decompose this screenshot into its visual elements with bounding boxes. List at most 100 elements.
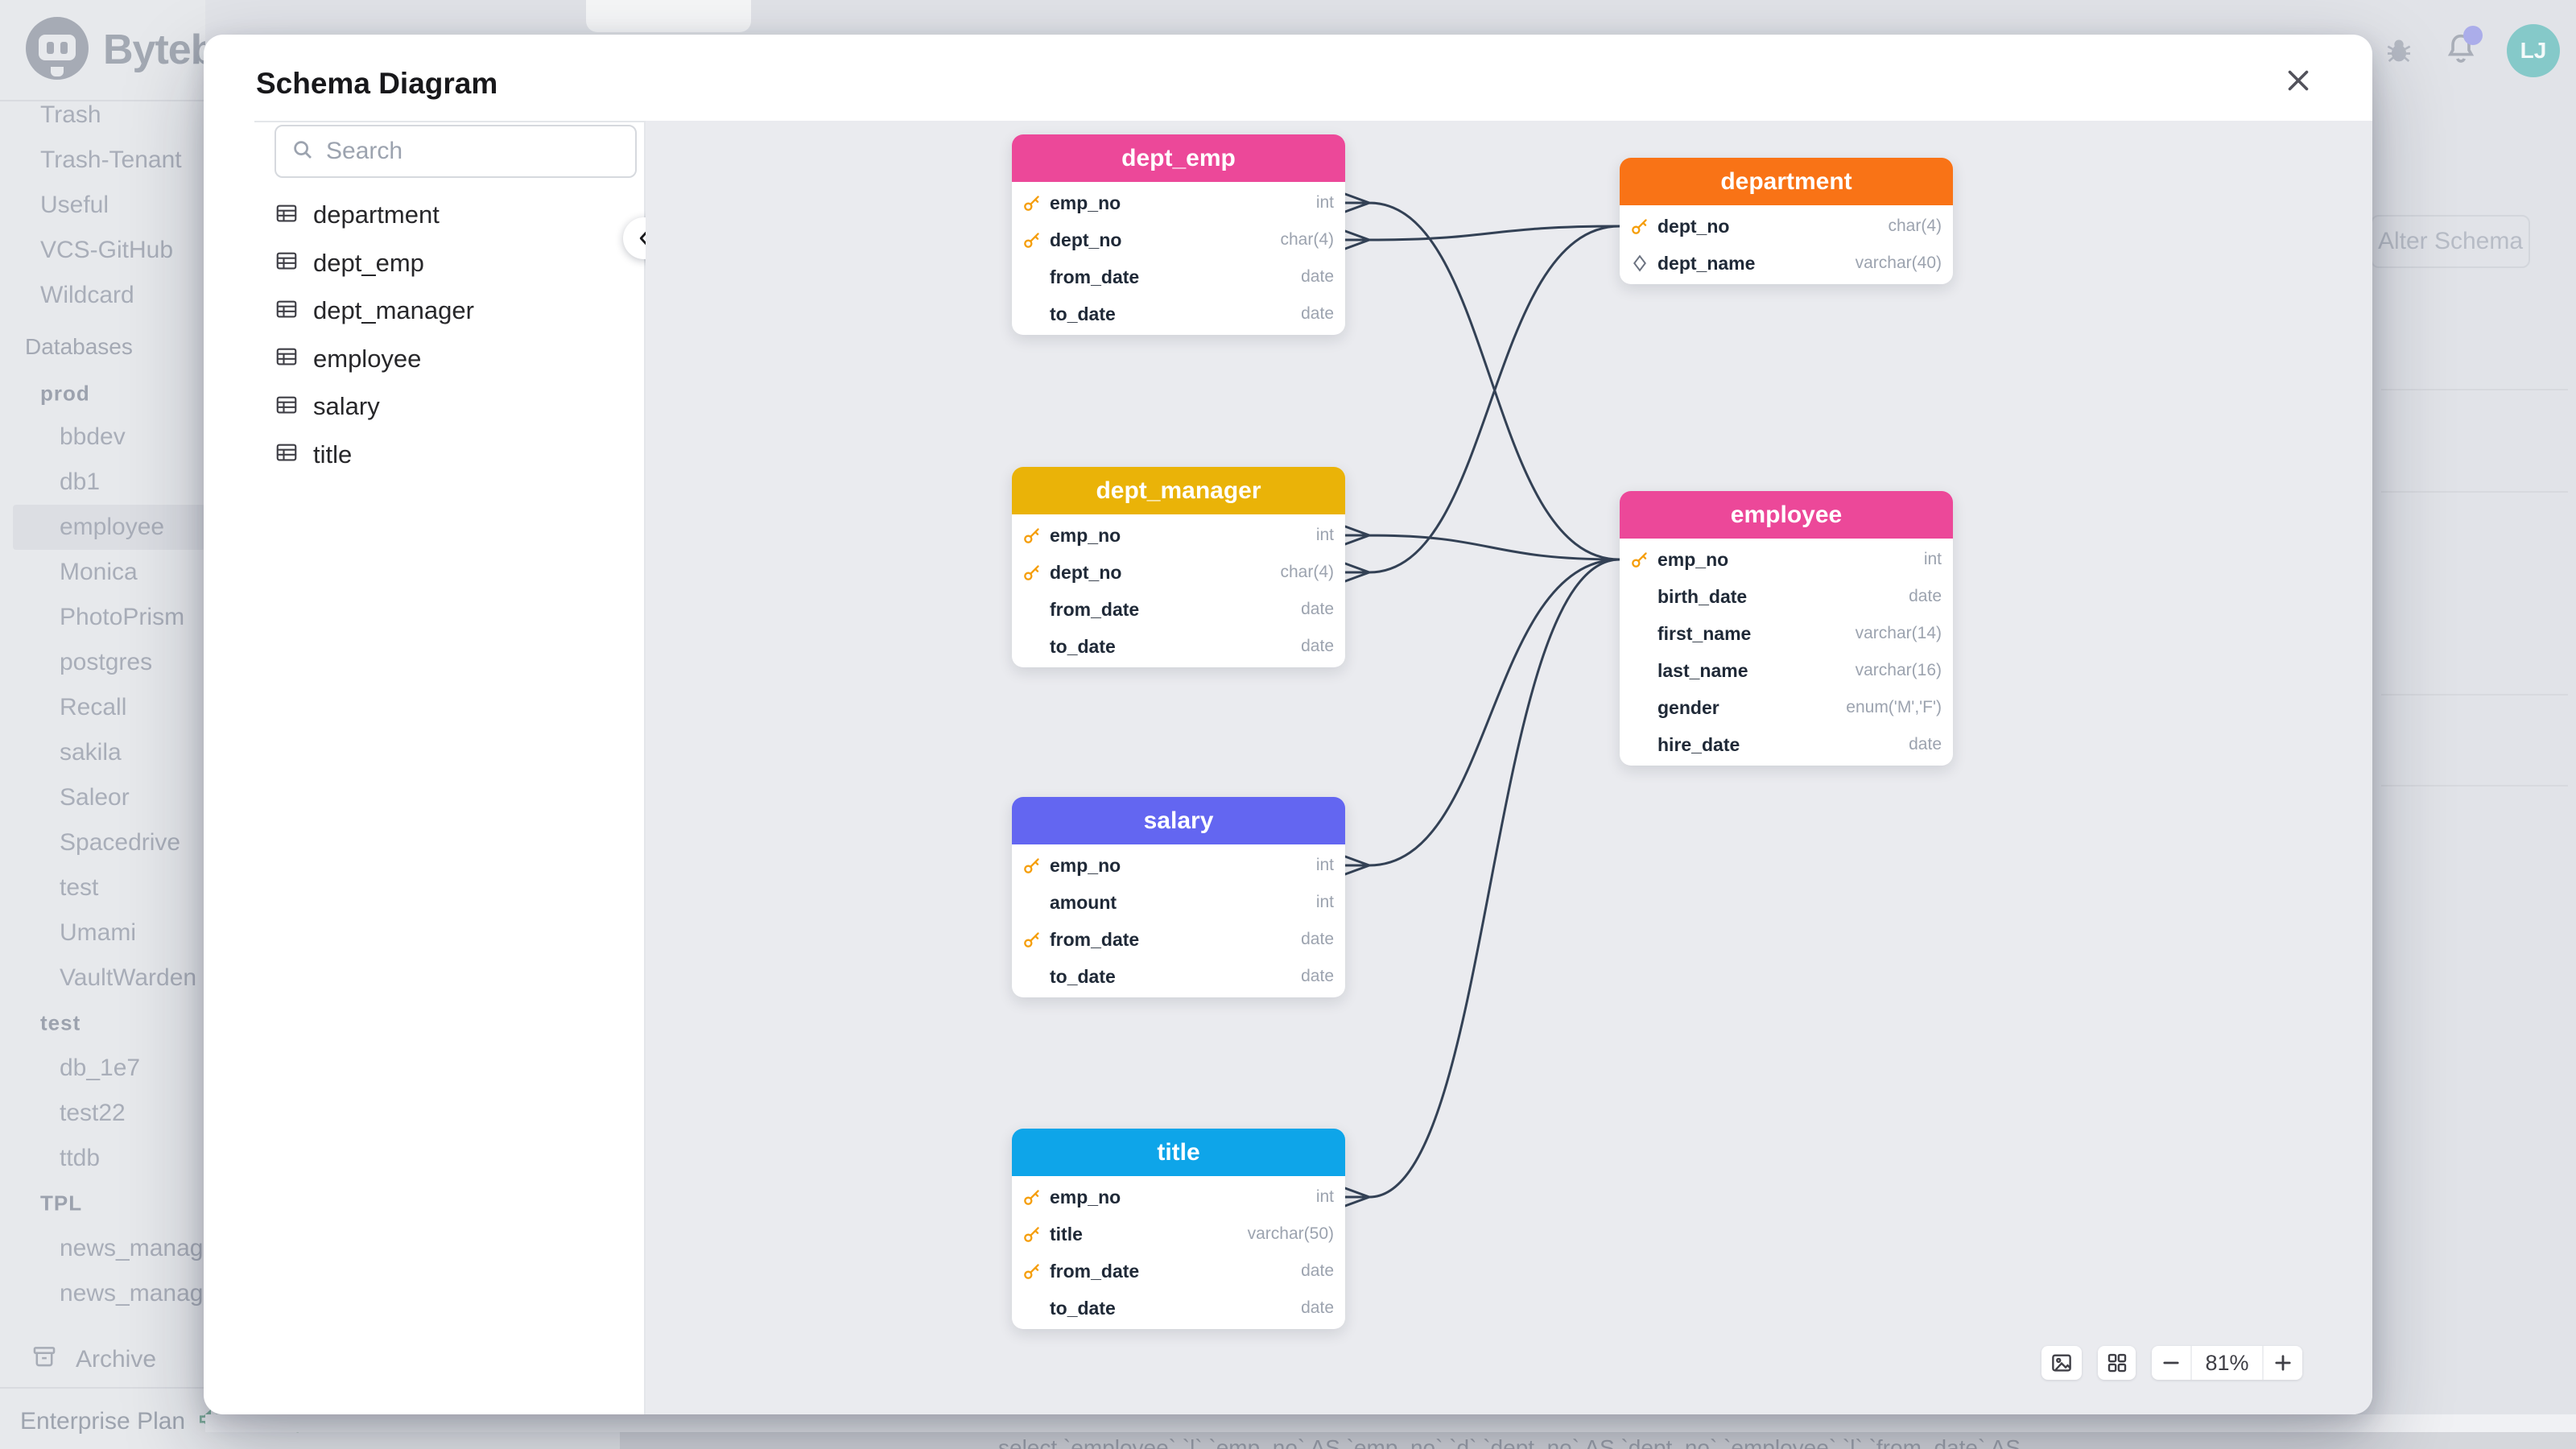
sidebar-item-sakila[interactable]: sakila bbox=[60, 739, 122, 766]
sidebar-item-news_manage[interactable]: news_manage bbox=[60, 1280, 205, 1307]
sidebar-item-db1[interactable]: db1 bbox=[60, 469, 101, 495]
canvas-toolbar: 81% bbox=[2041, 1346, 2302, 1380]
table-icon bbox=[275, 440, 299, 469]
sidebar-item-archive[interactable]: Archive bbox=[31, 1343, 156, 1377]
sidebar-item-vaultwarden[interactable]: VaultWarden bbox=[60, 964, 197, 991]
zoom-in-button[interactable] bbox=[2264, 1346, 2302, 1380]
background-tab bbox=[586, 0, 751, 32]
bytebase-logo-icon bbox=[26, 17, 89, 80]
table-icon bbox=[275, 345, 299, 373]
sidebar-item-ttdb[interactable]: ttdb bbox=[60, 1145, 101, 1171]
table-search bbox=[275, 125, 637, 178]
table-list-item-dept_emp[interactable]: dept_emp bbox=[275, 244, 424, 283]
notifications-bell-icon[interactable] bbox=[2442, 25, 2483, 72]
no-key-spacer bbox=[1022, 1298, 1042, 1319]
background-strip bbox=[205, 1414, 2576, 1432]
sidebar-item-trash[interactable]: Trash bbox=[40, 101, 101, 128]
sidebar-item-photoprism[interactable]: PhotoPrism bbox=[60, 604, 185, 630]
sidebar-item-vcs-github[interactable]: VCS-GitHub bbox=[40, 237, 174, 263]
archive-label: Archive bbox=[76, 1346, 157, 1373]
zoom-out-button[interactable] bbox=[2152, 1346, 2190, 1380]
table-list-item-title[interactable]: title bbox=[275, 436, 352, 474]
table-list-item-salary[interactable]: salary bbox=[275, 387, 380, 426]
no-key-spacer bbox=[1022, 303, 1042, 324]
table-list-item-employee[interactable]: employee bbox=[275, 340, 421, 378]
sidebar-item-test[interactable]: test bbox=[40, 1010, 81, 1035]
user-avatar[interactable]: LJ bbox=[2507, 24, 2560, 77]
sidebar-item-test[interactable]: test bbox=[60, 874, 99, 901]
search-icon bbox=[291, 138, 315, 166]
table-list-item-dept_manager[interactable]: dept_manager bbox=[275, 291, 474, 330]
sidebar-item-tpl[interactable]: TPL bbox=[40, 1191, 83, 1216]
no-key-spacer bbox=[1022, 636, 1042, 657]
edge-dept_manager.emp_no-to-employee.emp_no bbox=[1344, 525, 1621, 561]
table-card-title: department bbox=[1620, 158, 1953, 205]
table-card-title: title bbox=[1012, 1129, 1345, 1176]
sql-editor-strip: select `employee` `l` `emp_no` AS `emp_n… bbox=[620, 1432, 2576, 1449]
table-icon bbox=[275, 393, 299, 421]
no-key-spacer bbox=[1022, 966, 1042, 987]
sidebar-item-umami[interactable]: Umami bbox=[60, 919, 136, 946]
sidebar-item-monica[interactable]: Monica bbox=[60, 559, 138, 585]
sidebar-item-db_1e7[interactable]: db_1e7 bbox=[60, 1055, 141, 1081]
edge-dept_emp.dept_no-to-department.dept_no bbox=[1344, 225, 1621, 250]
brand-title: Bytebase bbox=[103, 27, 205, 73]
sidebar-item-postgres[interactable]: postgres bbox=[60, 649, 153, 675]
sidebar-item-bbdev[interactable]: bbdev bbox=[60, 423, 126, 450]
sidebar-item-news_manage[interactable]: news_manage bbox=[60, 1235, 205, 1261]
sidebar-item-spacedrive[interactable]: Spacedrive bbox=[60, 829, 181, 856]
search-input[interactable] bbox=[326, 138, 637, 165]
close-icon[interactable] bbox=[2279, 61, 2318, 100]
background-row-divider bbox=[2381, 785, 2568, 786]
plan-label: Enterprise Plan bbox=[20, 1407, 186, 1435]
background-row-divider bbox=[2381, 389, 2568, 390]
sidebar-item-trash-tenant[interactable]: Trash-Tenant bbox=[40, 147, 182, 173]
modal-title: Schema Diagram bbox=[256, 67, 498, 100]
primary-key-icon bbox=[1022, 929, 1042, 950]
edge-title.emp_no-to-employee.emp_no bbox=[1344, 558, 1621, 1208]
alter-schema-button[interactable]: Alter Schema bbox=[2371, 215, 2530, 268]
bug-report-icon[interactable] bbox=[2383, 33, 2415, 69]
primary-key-icon bbox=[1022, 1224, 1042, 1245]
table-list-item-department[interactable]: department bbox=[275, 196, 440, 234]
unique-index-icon bbox=[1629, 253, 1650, 274]
sidebar-item-test22[interactable]: test22 bbox=[60, 1100, 126, 1126]
table-card-title: employee bbox=[1620, 491, 1953, 539]
no-key-spacer bbox=[1629, 623, 1650, 644]
sidebar-item-recall[interactable]: Recall bbox=[60, 694, 127, 720]
sidebar-item-prod[interactable]: prod bbox=[40, 381, 90, 406]
primary-key-icon bbox=[1022, 525, 1042, 546]
sidebar-item-saleor[interactable]: Saleor bbox=[60, 784, 130, 811]
auto-layout-button[interactable] bbox=[2098, 1346, 2136, 1380]
no-key-spacer bbox=[1022, 892, 1042, 913]
primary-key-icon bbox=[1022, 192, 1042, 213]
sidebar-item-useful[interactable]: Useful bbox=[40, 192, 109, 218]
sidebar-item-wildcard[interactable]: Wildcard bbox=[40, 282, 134, 308]
sidebar-item-employee[interactable]: employee bbox=[60, 514, 165, 540]
relationship-edges bbox=[1344, 192, 1621, 1208]
export-image-button[interactable] bbox=[2041, 1346, 2082, 1380]
topbar-actions: LJ bbox=[2383, 23, 2560, 79]
